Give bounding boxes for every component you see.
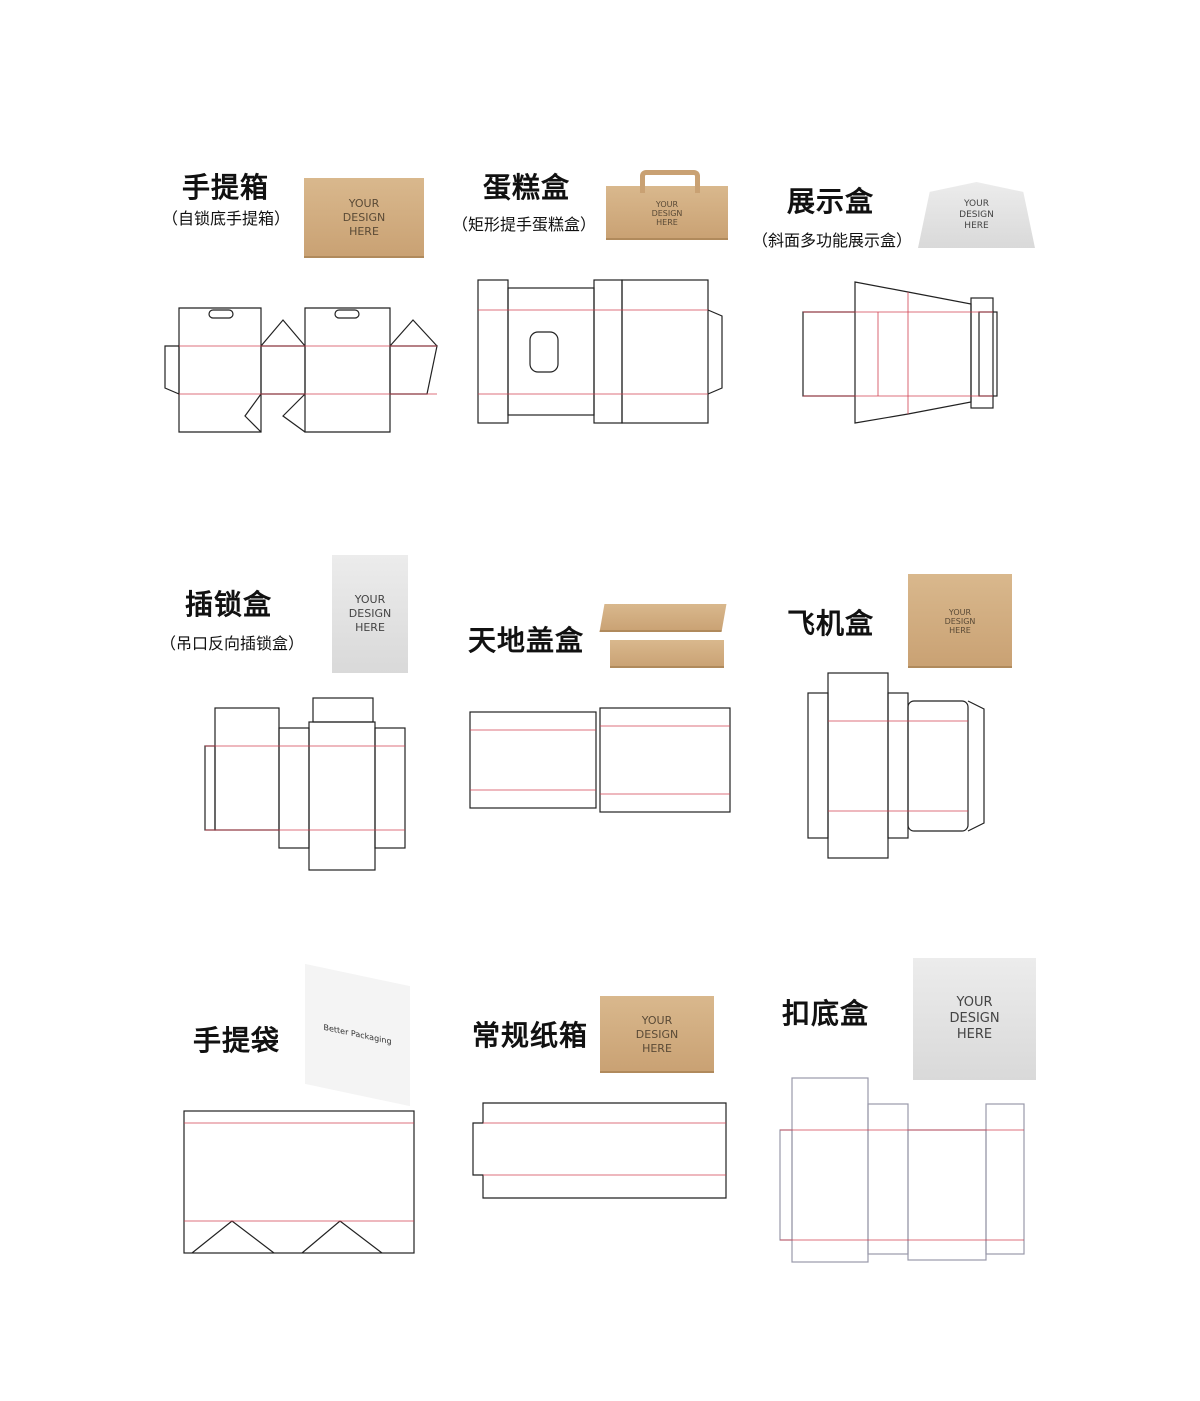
handle-box-product: YOUR DESIGN HERE <box>304 178 424 258</box>
product-text: YOUR DESIGN HERE <box>348 593 392 634</box>
item-title: 飞机盒 <box>787 607 875 640</box>
paper-bag-product: Better Packaging <box>305 963 410 1107</box>
product-text: YOUR DESIGN HERE <box>949 995 1000 1042</box>
item-title: 插锁盒 <box>185 588 273 621</box>
product-text: YOUR DESIGN HERE <box>342 197 386 238</box>
product-text: YOUR DESIGN HERE <box>944 607 976 635</box>
cake-box-handle <box>640 170 700 193</box>
paper-bag-dieline <box>183 1110 415 1254</box>
product-text: YOUR DESIGN HERE <box>635 1013 679 1055</box>
item-subtitle: （自锁底手提箱） <box>162 209 291 228</box>
snap-bottom-box-dieline <box>779 1077 1025 1263</box>
carton-product: YOUR DESIGN HERE <box>600 996 714 1073</box>
item-title: 展示盒 <box>787 185 875 218</box>
tuck-box-dieline <box>204 697 406 871</box>
lid-product <box>599 604 727 632</box>
tuck-box-product: YOUR DESIGN HERE <box>332 555 408 673</box>
item-title: 蛋糕盒 <box>483 171 571 204</box>
handle-box-dieline <box>164 307 438 433</box>
product-text: YOUR DESIGN HERE <box>959 198 994 231</box>
carton-dieline <box>472 1102 727 1199</box>
product-text: YOUR DESIGN HERE <box>651 199 683 227</box>
item-subtitle: （矩形提手蛋糕盒） <box>452 215 597 234</box>
cake-box-product: YOUR DESIGN HERE <box>606 186 728 240</box>
item-title: 手提袋 <box>193 1024 281 1057</box>
item-title: 天地盖盒 <box>468 624 585 657</box>
item-subtitle: （斜面多功能展示盒） <box>752 231 913 250</box>
product-text: Better Packaging <box>323 1022 392 1047</box>
display-box-product: YOUR DESIGN HERE <box>918 182 1035 248</box>
item-title: 手提箱 <box>182 171 270 204</box>
snap-bottom-box-product: YOUR DESIGN HERE <box>913 958 1036 1080</box>
item-title: 常规纸箱 <box>472 1019 589 1052</box>
display-box-dieline <box>802 281 998 424</box>
lid-base-dieline <box>469 707 731 813</box>
item-title: 扣底盒 <box>782 997 870 1030</box>
item-subtitle: （吊口反向插锁盒） <box>160 634 305 653</box>
mailer-box-dieline <box>807 672 985 859</box>
cake-box-dieline <box>477 279 723 424</box>
base-product <box>610 640 724 668</box>
mailer-box-product: YOUR DESIGN HERE <box>908 574 1012 668</box>
